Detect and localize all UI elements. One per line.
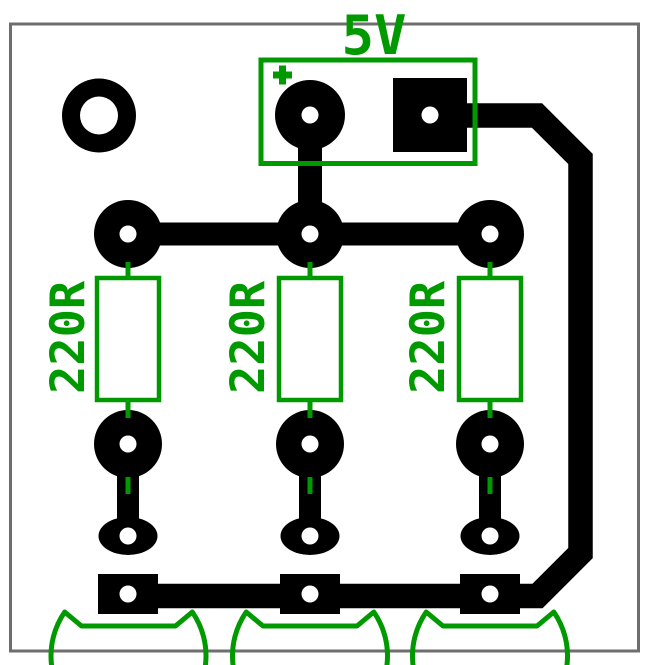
resistor3-outline <box>456 275 524 403</box>
resistor3-label: 220R <box>401 280 456 394</box>
hole <box>301 435 319 453</box>
resistor2-outline <box>276 275 344 403</box>
hole <box>301 585 319 603</box>
plus-polarity-icon <box>273 65 292 85</box>
hole <box>119 435 137 453</box>
led2-outline <box>230 609 390 665</box>
hole <box>301 527 319 545</box>
hole <box>481 435 499 453</box>
resistor1-outline <box>94 275 162 403</box>
resistor1-label: 220R <box>41 280 96 394</box>
silkscreen-lines <box>48 57 570 665</box>
hole <box>301 225 319 243</box>
ground-trace <box>130 103 593 609</box>
hole <box>301 106 319 124</box>
led1-outline <box>48 609 209 665</box>
hole <box>119 527 137 545</box>
hole <box>119 585 137 603</box>
power-label: 5V <box>341 4 406 67</box>
hole <box>481 225 499 243</box>
hole <box>421 106 439 124</box>
copper-traces <box>117 103 593 609</box>
power-connector-outline <box>258 57 478 166</box>
mounting-hole <box>80 96 118 135</box>
silkscreen-text: 5V 220R 220R 220R <box>41 4 456 394</box>
hole <box>481 527 499 545</box>
resistor2-label: 220R <box>221 280 276 394</box>
led3-outline <box>410 609 570 665</box>
board-outline <box>9 22 640 653</box>
hole <box>119 225 137 243</box>
drill-holes <box>80 96 499 603</box>
hole <box>481 585 499 603</box>
